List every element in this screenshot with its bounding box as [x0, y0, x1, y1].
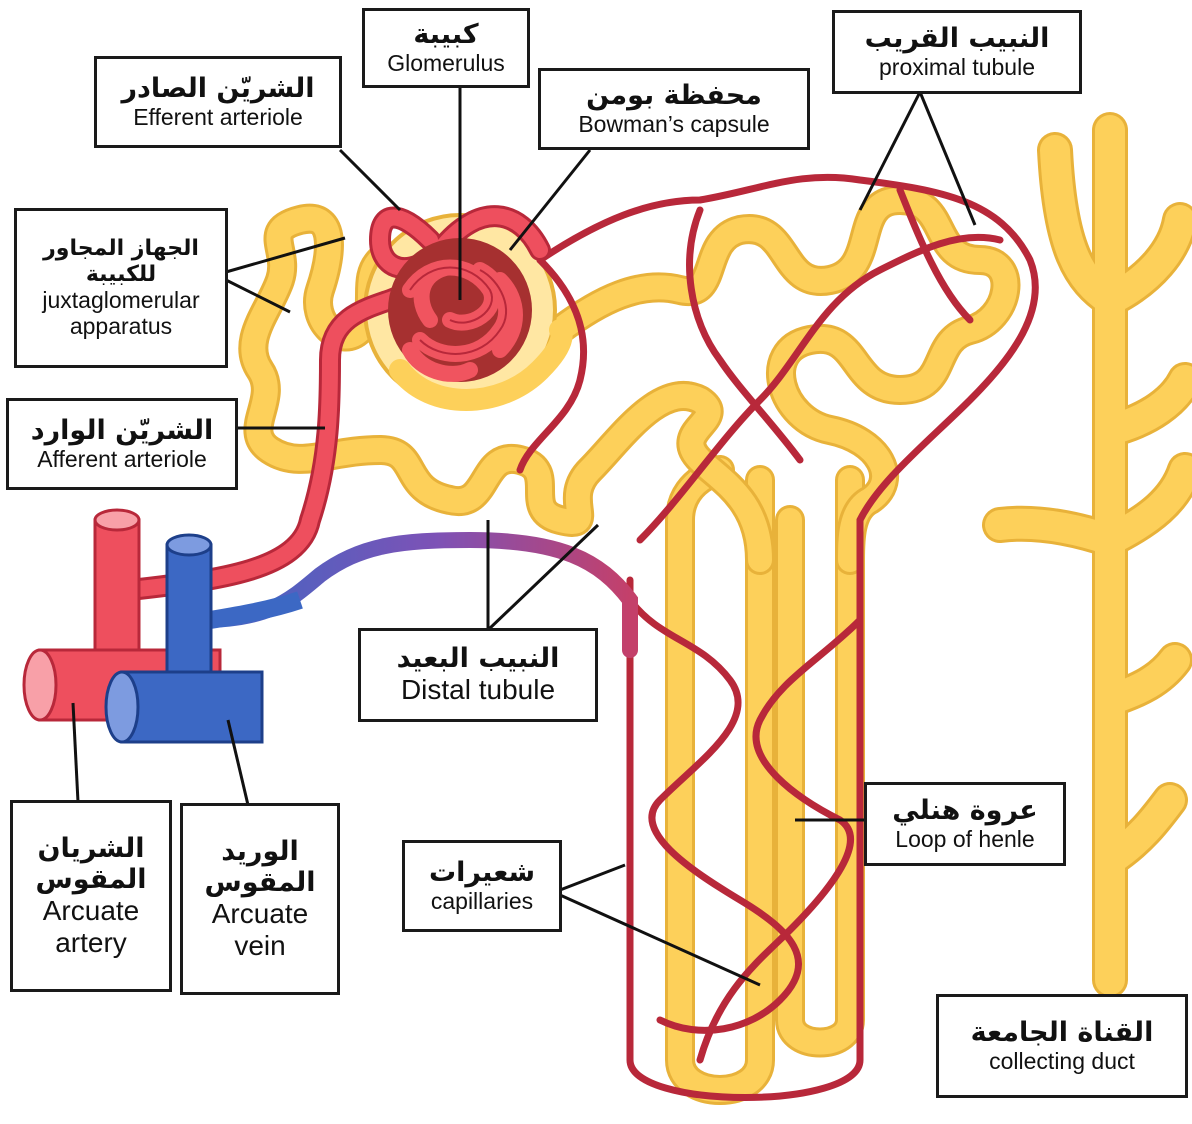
juxtaglomerular-label-en-1: juxtaglomerular — [42, 287, 199, 313]
label-capillaries: شعيرات capillaries — [402, 840, 562, 932]
label-proximal-tubule: النبيب القريب proximal tubule — [832, 10, 1082, 94]
proximal-tubule-label-ar: النبيب القريب — [865, 23, 1050, 54]
capillaries-label-en: capillaries — [431, 888, 533, 914]
afferent-arteriole-label-ar: الشريّن الوارد — [31, 415, 213, 446]
label-loop-of-henle: عروة هنلي Loop of henle — [864, 782, 1066, 866]
arcuate-artery-label-en-1: Arcuate — [43, 895, 140, 927]
efferent-arteriole-label-ar: الشريّن الصادر — [121, 73, 314, 104]
label-distal-tubule: النبيب البعيد Distal tubule — [358, 628, 598, 722]
proximal-convoluted-tubule — [560, 200, 1005, 560]
arcuate-vein-label-en-1: Arcuate — [212, 898, 309, 930]
juxtaglomerular-label-en-2: apparatus — [70, 313, 172, 339]
distal-tubule-label-en: Distal tubule — [401, 674, 555, 706]
afferent-arteriole-label-en: Afferent arteriole — [37, 446, 207, 472]
arcuate-vein-label-ar-2: المقوس — [204, 867, 315, 898]
efferent-arteriole-label-en: Efferent arteriole — [133, 104, 303, 130]
juxtaglomerular-label-ar-2: للكبيبة — [86, 262, 156, 287]
label-bowmans-capsule: محفظة بومن Bowman’s capsule — [538, 68, 810, 150]
label-juxtaglomerular-apparatus: الجهاز المجاور للكبيبة juxtaglomerular a… — [14, 208, 228, 368]
arcuate-artery-label-ar-2: المقوس — [35, 864, 146, 895]
distal-tubule-label-ar: النبيب البعيد — [397, 643, 560, 674]
collecting-duct-label-en: collecting duct — [989, 1048, 1135, 1074]
label-arcuate-vein: الوريد المقوس Arcuate vein — [180, 803, 340, 995]
loop-of-henle-label-en: Loop of henle — [895, 826, 1034, 852]
arcuate-vein-label-ar-1: الوريد — [221, 836, 299, 867]
bowmans-capsule-label-ar: محفظة بومن — [586, 80, 762, 111]
label-efferent-arteriole: الشريّن الصادر Efferent arteriole — [94, 56, 342, 148]
glomerulus-label-en: Glomerulus — [387, 50, 505, 76]
label-afferent-arteriole: الشريّن الوارد Afferent arteriole — [6, 398, 238, 490]
glomerulus-label-ar: كبيبة — [413, 19, 478, 50]
loop-of-henle-label-ar: عروة هنلي — [892, 795, 1037, 826]
bowmans-capsule-label-en: Bowman’s capsule — [578, 111, 769, 137]
arcuate-vein-label-en-2: vein — [234, 930, 285, 962]
arcuate-artery-label-ar-1: الشريان — [38, 833, 145, 864]
arcuate-artery-label-en-2: artery — [55, 927, 127, 959]
label-glomerulus: كبيبة Glomerulus — [362, 8, 530, 88]
label-arcuate-artery: الشريان المقوس Arcuate artery — [10, 800, 172, 992]
capillaries-label-ar: شعيرات — [429, 857, 535, 888]
juxtaglomerular-label-ar-1: الجهاز المجاور — [43, 236, 199, 261]
proximal-tubule-label-en: proximal tubule — [879, 54, 1035, 80]
collecting-duct-label-ar: القناة الجامعة — [971, 1017, 1154, 1048]
label-collecting-duct: القناة الجامعة collecting duct — [936, 994, 1188, 1098]
